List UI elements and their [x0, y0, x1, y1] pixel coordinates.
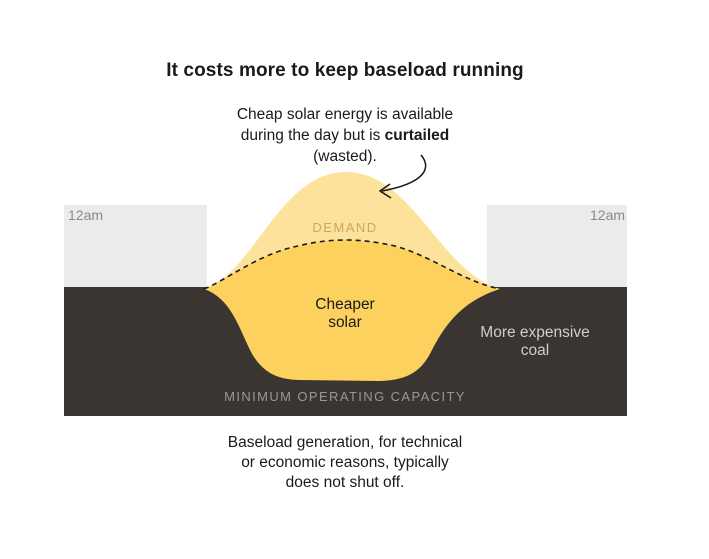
diagram-title: It costs more to keep baseload running [166, 60, 524, 81]
footnote-line-3: does not shut off. [285, 474, 405, 491]
callout-arrowhead [379, 183, 392, 199]
callout-line-2: during the day but is curtailed [195, 125, 495, 146]
callout-line-3: (wasted). [313, 148, 377, 165]
minimum-operating-capacity-label: MINIMUM OPERATING CAPACITY [224, 389, 466, 404]
time-label-left: 12am [68, 207, 104, 223]
night-block-right [487, 205, 627, 289]
cheaper-solar-label: Cheaper solar [285, 296, 405, 332]
footnote-line-1: Baseload generation, for technical [227, 434, 463, 451]
callout-line-1: Cheap solar energy is available [236, 106, 454, 123]
time-label-right: 12am [590, 207, 626, 223]
coal-label-line-1: More expensive [480, 324, 590, 341]
coal-label: More expensive coal [468, 324, 602, 360]
callout-line-2-text: during the day but is [240, 127, 385, 144]
night-block-left [64, 205, 207, 289]
cheaper-solar-label-line-1: Cheaper [315, 296, 375, 313]
demand-label: DEMAND [312, 220, 378, 235]
callout-arrow [381, 154, 427, 192]
coal-label-line-2: coal [520, 342, 550, 359]
cheaper-solar-label-line-2: solar [328, 314, 362, 331]
curtailed-callout: Cheap solar energy is available during t… [195, 104, 495, 167]
cheaper-solar-area [204, 240, 500, 381]
footnote-line-2: or economic reasons, typically [241, 454, 449, 471]
baseload-footnote: Baseload generation, for technical or ec… [195, 433, 495, 493]
callout-curtailed-word: curtailed [384, 127, 450, 144]
